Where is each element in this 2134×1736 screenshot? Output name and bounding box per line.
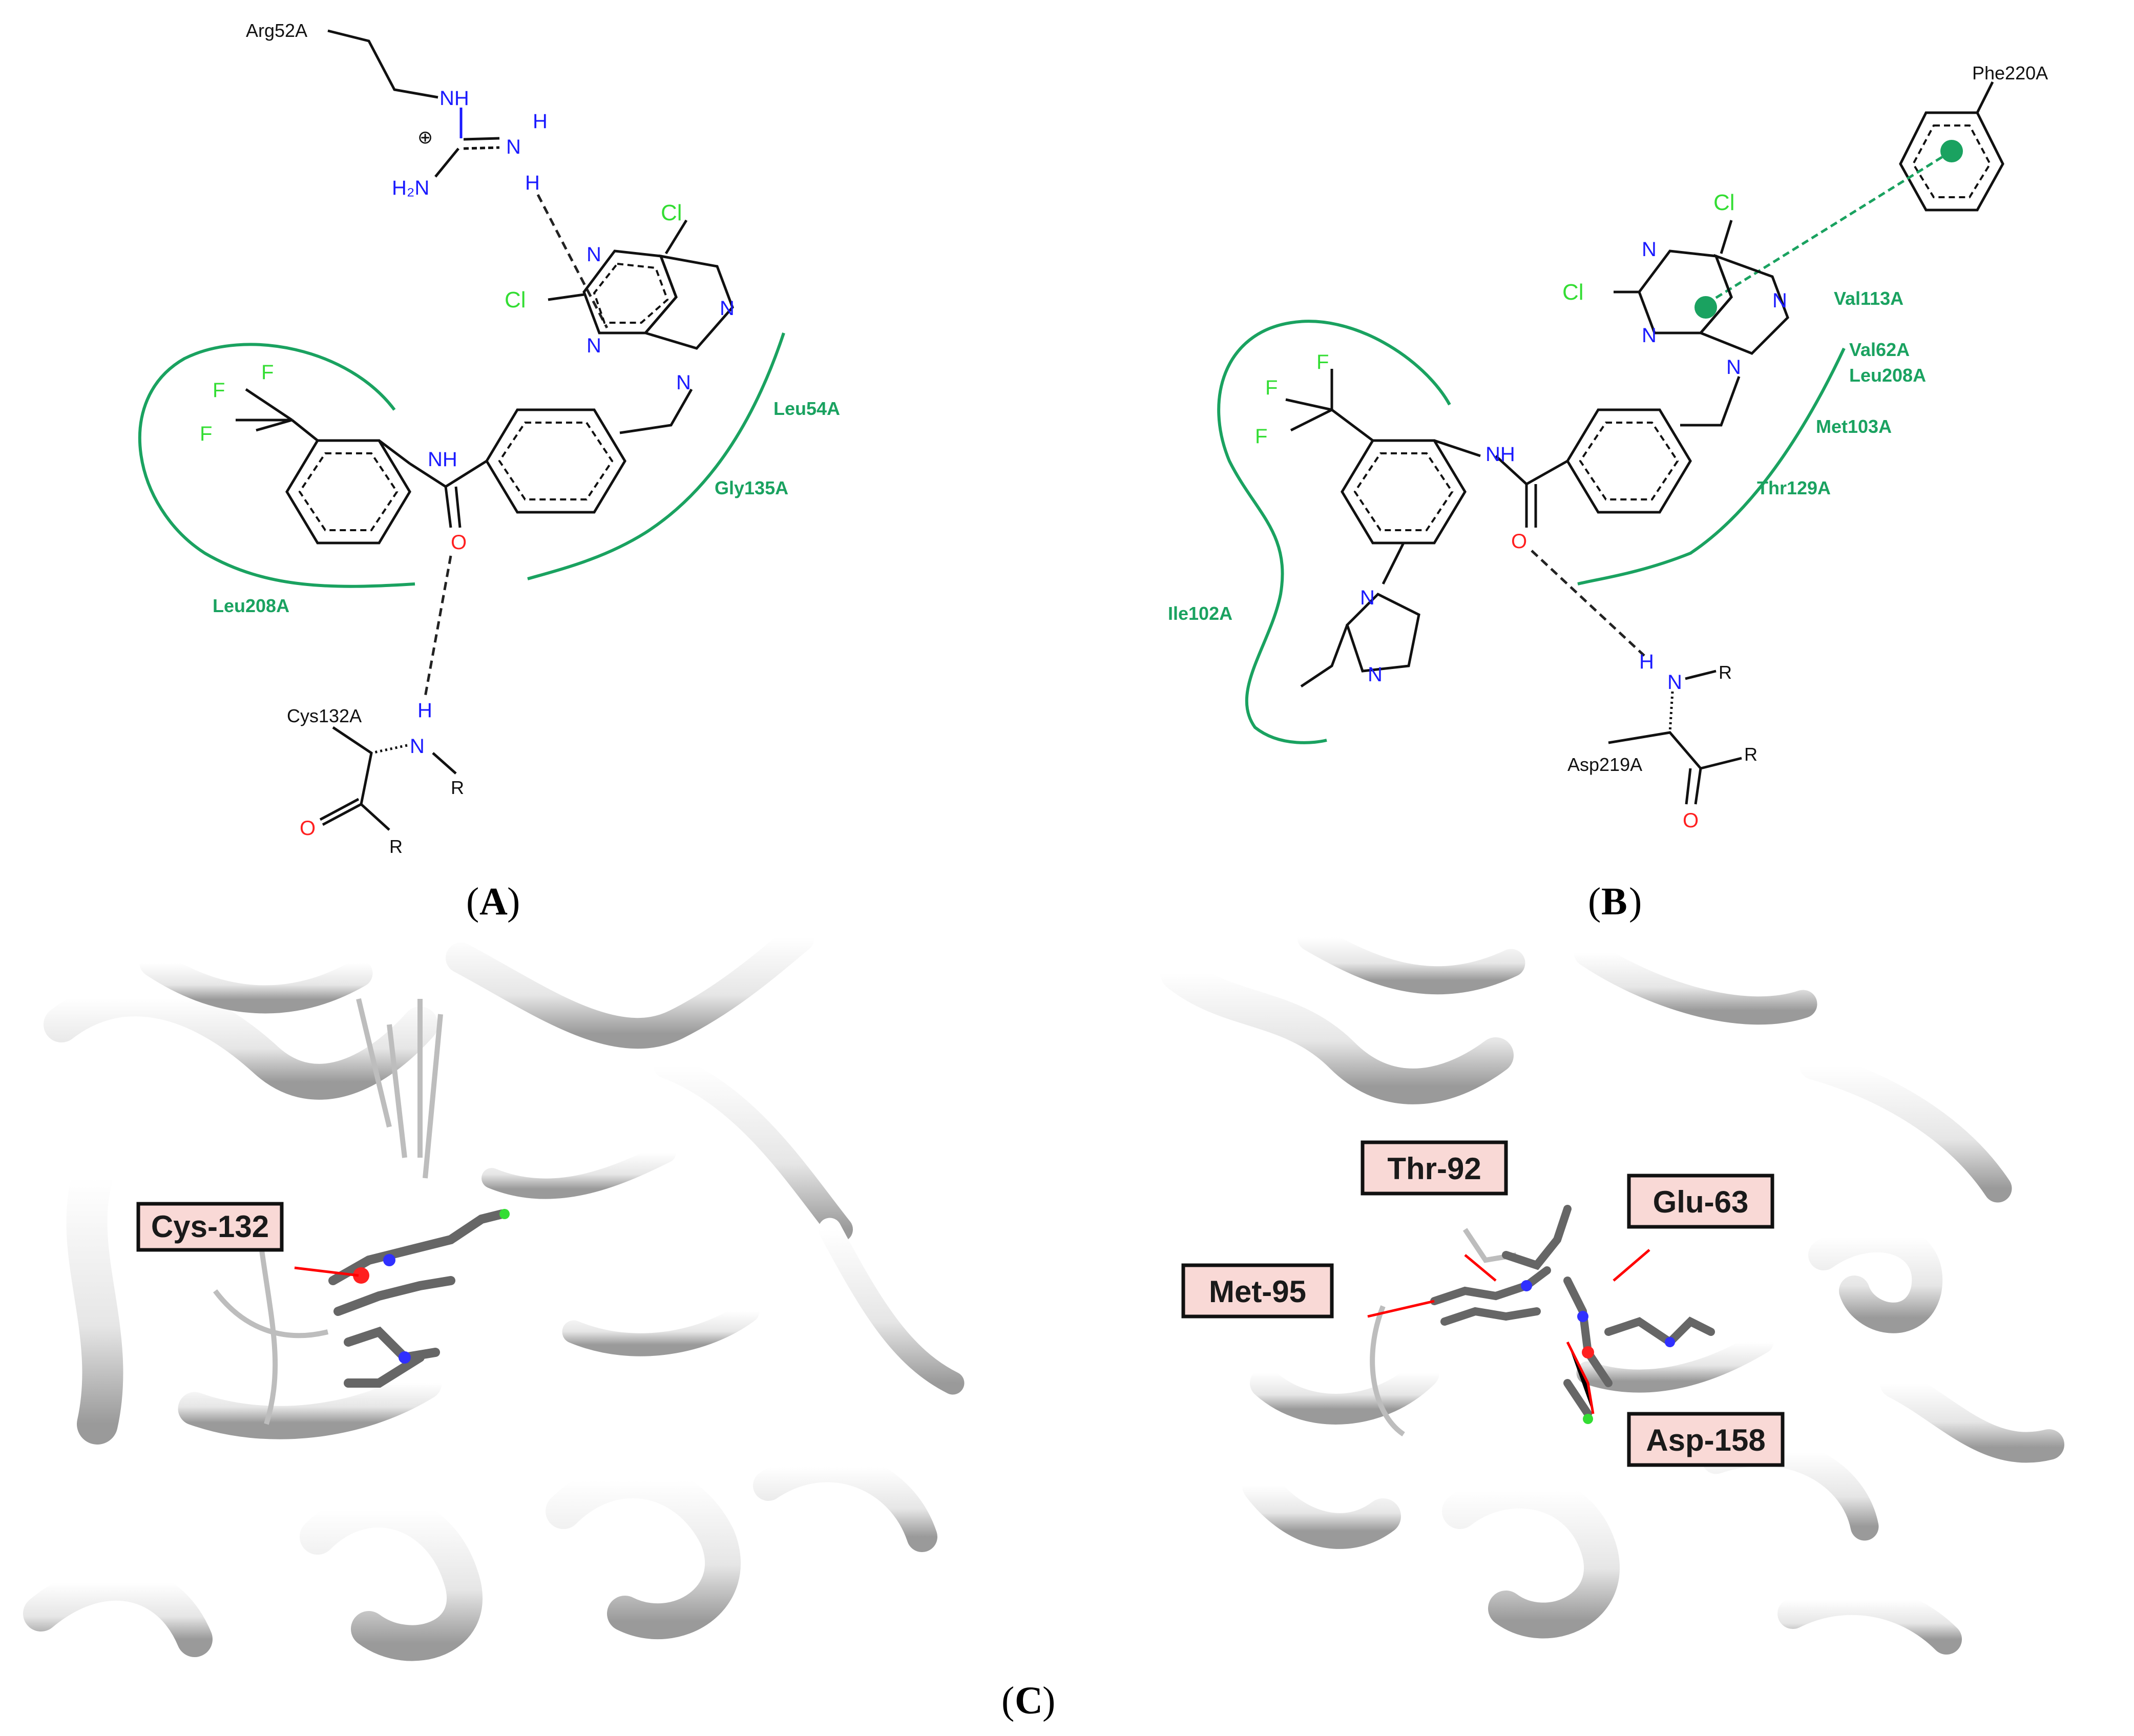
atom-cl-b-2: Cl xyxy=(1562,280,1584,305)
atom-n-b-3: N xyxy=(1772,289,1787,312)
atom-o-amide-a: O xyxy=(451,531,467,554)
residue-leu208a: Leu208A xyxy=(213,595,289,616)
label-asp158: Asp-158 xyxy=(1646,1423,1765,1457)
atom-r-cys-1: R xyxy=(451,777,464,798)
pi-stack-phe220 xyxy=(1700,150,1953,309)
hbond-cys132 xyxy=(424,555,452,697)
atom-h-arg-1: H xyxy=(533,110,548,133)
atom-h-asp: H xyxy=(1639,651,1654,673)
hydrophobic-arc-b-left xyxy=(1217,320,1451,744)
atom-f-b-2: F xyxy=(1265,377,1278,399)
label-thr92: Thr-92 xyxy=(1387,1152,1481,1186)
atom-n-pur-4: N xyxy=(676,371,691,394)
contact-line-cys132 xyxy=(294,1266,359,1277)
label-cys132: Cys-132 xyxy=(151,1209,269,1244)
atom-o-cys: O xyxy=(300,817,316,840)
atom-n-asp: N xyxy=(1667,671,1682,694)
atom-n-pur-1: N xyxy=(587,243,601,266)
residue-leu208a-b: Leu208A xyxy=(1849,365,1926,386)
residue-val113a: Val113A xyxy=(1834,288,1903,309)
panel-a-label: A xyxy=(479,880,508,923)
panel-c-left-render: Cys-132 xyxy=(23,922,984,1665)
atom-nh-arg: NH xyxy=(440,87,469,110)
atom-h-cys: H xyxy=(417,699,432,722)
atom-n-b-2: N xyxy=(1642,324,1657,347)
atom-n-cys: N xyxy=(410,735,425,758)
residue-asp219a: Asp219A xyxy=(1567,754,1642,775)
atom-nh-amide-b: NH xyxy=(1486,443,1515,466)
panel-c-right-render: Thr-92 Glu-63 Met-95 Asp-158 xyxy=(1147,923,2100,1665)
atom-f-a-2: F xyxy=(261,361,274,384)
label-glu63: Glu-63 xyxy=(1653,1185,1749,1219)
panel-a-diagram: Arg52A NH ⊕ N H H H₂N N N N N Cl Cl xyxy=(138,20,840,923)
atom-n-b-4: N xyxy=(1726,356,1741,379)
atom-r-cys-2: R xyxy=(389,836,403,857)
atom-n-arg: N xyxy=(506,136,521,158)
contact-line-thr92 xyxy=(1464,1254,1497,1282)
label-box-met95 xyxy=(1181,1263,1334,1319)
hbond-asp219 xyxy=(1531,550,1645,657)
residue-cys132a: Cys132A xyxy=(287,705,362,726)
residue-gly135a: Gly135A xyxy=(715,477,788,498)
panel-b-label-open: ( xyxy=(1588,880,1601,923)
residue-val62a: Val62A xyxy=(1849,339,1910,360)
atom-r-asp-1: R xyxy=(1719,662,1732,683)
residue-thr129a: Thr129A xyxy=(1757,477,1831,498)
hydrophobic-arc-b-right xyxy=(1577,347,1846,585)
label-met95: Met-95 xyxy=(1209,1274,1306,1309)
atom-f-a-3: F xyxy=(200,423,212,445)
hydrophobic-arc-a-left xyxy=(138,343,415,588)
atom-h-arg-2: H xyxy=(525,172,540,194)
panel-a-label-close: ) xyxy=(507,880,520,923)
label-box-thr92 xyxy=(1361,1140,1508,1196)
hbond-arg52 xyxy=(536,194,609,329)
charge-plus: ⊕ xyxy=(417,127,433,148)
residue-ile102a: Ile102A xyxy=(1168,603,1232,624)
atom-r-asp-2: R xyxy=(1744,744,1758,765)
label-box-cys132 xyxy=(136,1202,284,1252)
atom-o-amide-b: O xyxy=(1511,530,1527,553)
panel-a-label-open: ( xyxy=(466,880,479,923)
atom-f-b-1: F xyxy=(1316,351,1329,373)
atom-cl-a-2: Cl xyxy=(505,287,526,312)
contact-line-glu63 xyxy=(1613,1249,1650,1282)
atom-n-pur-3: N xyxy=(720,297,735,320)
atom-cl-b-1: Cl xyxy=(1713,190,1735,215)
panel-b-label: B xyxy=(1601,880,1627,923)
atom-nh-amide-a: NH xyxy=(428,448,457,471)
atom-n-pur-2: N xyxy=(587,334,601,357)
atom-n-imid-1: N xyxy=(1360,587,1375,609)
contact-line-asp158 xyxy=(1566,1341,1595,1414)
atom-o-asp: O xyxy=(1683,809,1699,832)
residue-arg52a: Arg52A xyxy=(246,20,307,41)
atom-f-a-1: F xyxy=(213,379,225,402)
panel-b-label-close: ) xyxy=(1629,880,1642,923)
residue-met103a: Met103A xyxy=(1816,416,1892,437)
hydrophobic-arc-a-right xyxy=(527,332,785,580)
residue-leu54a: Leu54A xyxy=(773,398,840,419)
atom-n-imid-2: N xyxy=(1368,663,1383,686)
contact-line-met95 xyxy=(1367,1300,1435,1318)
atom-cl-a-1: Cl xyxy=(661,200,682,225)
panel-b-diagram: Phe220A N N N N Cl Cl NH O F F F xyxy=(1168,62,2048,923)
panel-c-label: C xyxy=(1015,1679,1043,1722)
label-box-glu63 xyxy=(1627,1174,1774,1229)
residue-phe220a: Phe220A xyxy=(1972,62,2048,83)
atom-h2n: H₂N xyxy=(392,177,429,199)
ligand-c-left xyxy=(328,1209,507,1388)
atom-f-b-3: F xyxy=(1255,425,1267,448)
panel-c-label-close: ) xyxy=(1042,1679,1055,1722)
atom-n-b-1: N xyxy=(1642,238,1657,261)
label-box-asp158 xyxy=(1627,1412,1785,1467)
panel-c-label-open: ( xyxy=(1001,1679,1014,1722)
